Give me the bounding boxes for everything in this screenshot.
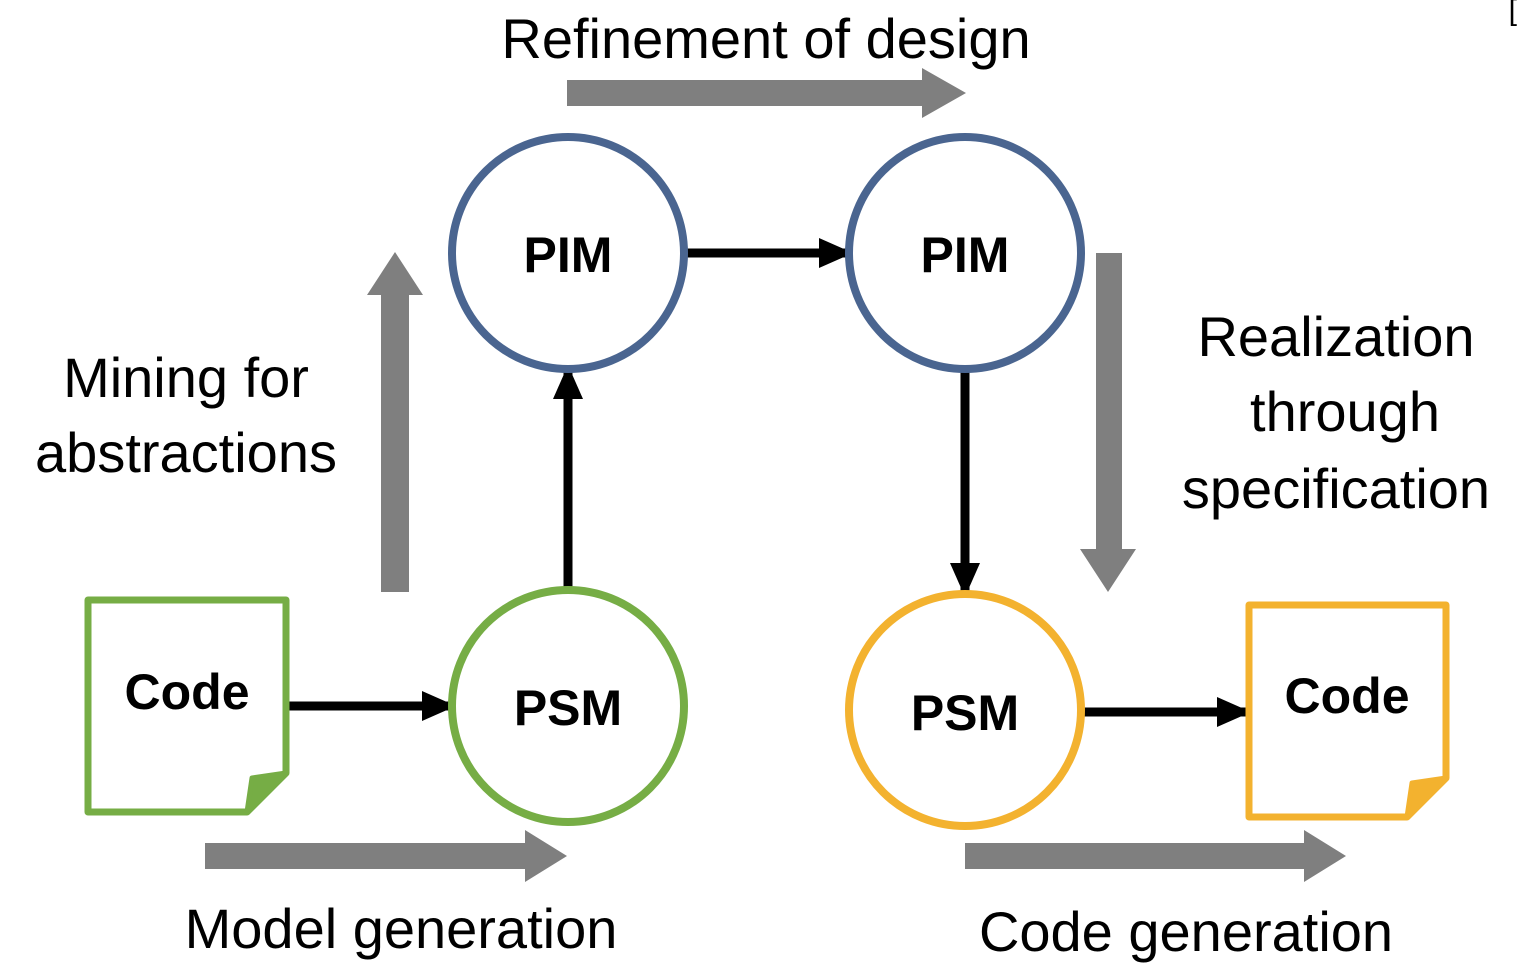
realization-label-line1: Realization xyxy=(1197,305,1474,368)
refinement-label: Refinement of design xyxy=(501,7,1030,70)
psm-node-source xyxy=(448,586,688,826)
realization-phase-arrow xyxy=(1080,253,1136,592)
pim-node-source xyxy=(448,133,688,373)
pim-label-source: PIM xyxy=(524,227,613,283)
model-generation-label: Model generation xyxy=(185,897,618,960)
corner-mark: [ xyxy=(1508,0,1517,27)
code-label-target: Code xyxy=(1285,668,1410,724)
refinement-phase-arrow xyxy=(567,68,966,118)
model-generation-phase-arrow xyxy=(205,830,567,882)
psm-label-source: PSM xyxy=(514,680,622,736)
pim-node-target xyxy=(845,133,1085,373)
psm-node-target xyxy=(845,590,1085,830)
document-fold xyxy=(244,770,289,815)
document-icon xyxy=(1245,601,1450,821)
code-generation-phase-arrow xyxy=(965,830,1346,882)
mining-phase-arrow xyxy=(367,252,423,592)
code-label-source: Code xyxy=(125,664,250,720)
document-icon xyxy=(84,596,290,816)
code-generation-label: Code generation xyxy=(979,900,1393,963)
psm-label-target: PSM xyxy=(911,685,1019,741)
mining-label-line2: abstractions xyxy=(35,421,337,484)
realization-label-line3: specification xyxy=(1182,457,1490,520)
pim-label-target: PIM xyxy=(921,227,1010,283)
document-fold xyxy=(1404,775,1449,820)
realization-label-line2: through xyxy=(1250,380,1440,443)
mining-label-line1: Mining for xyxy=(63,346,309,409)
